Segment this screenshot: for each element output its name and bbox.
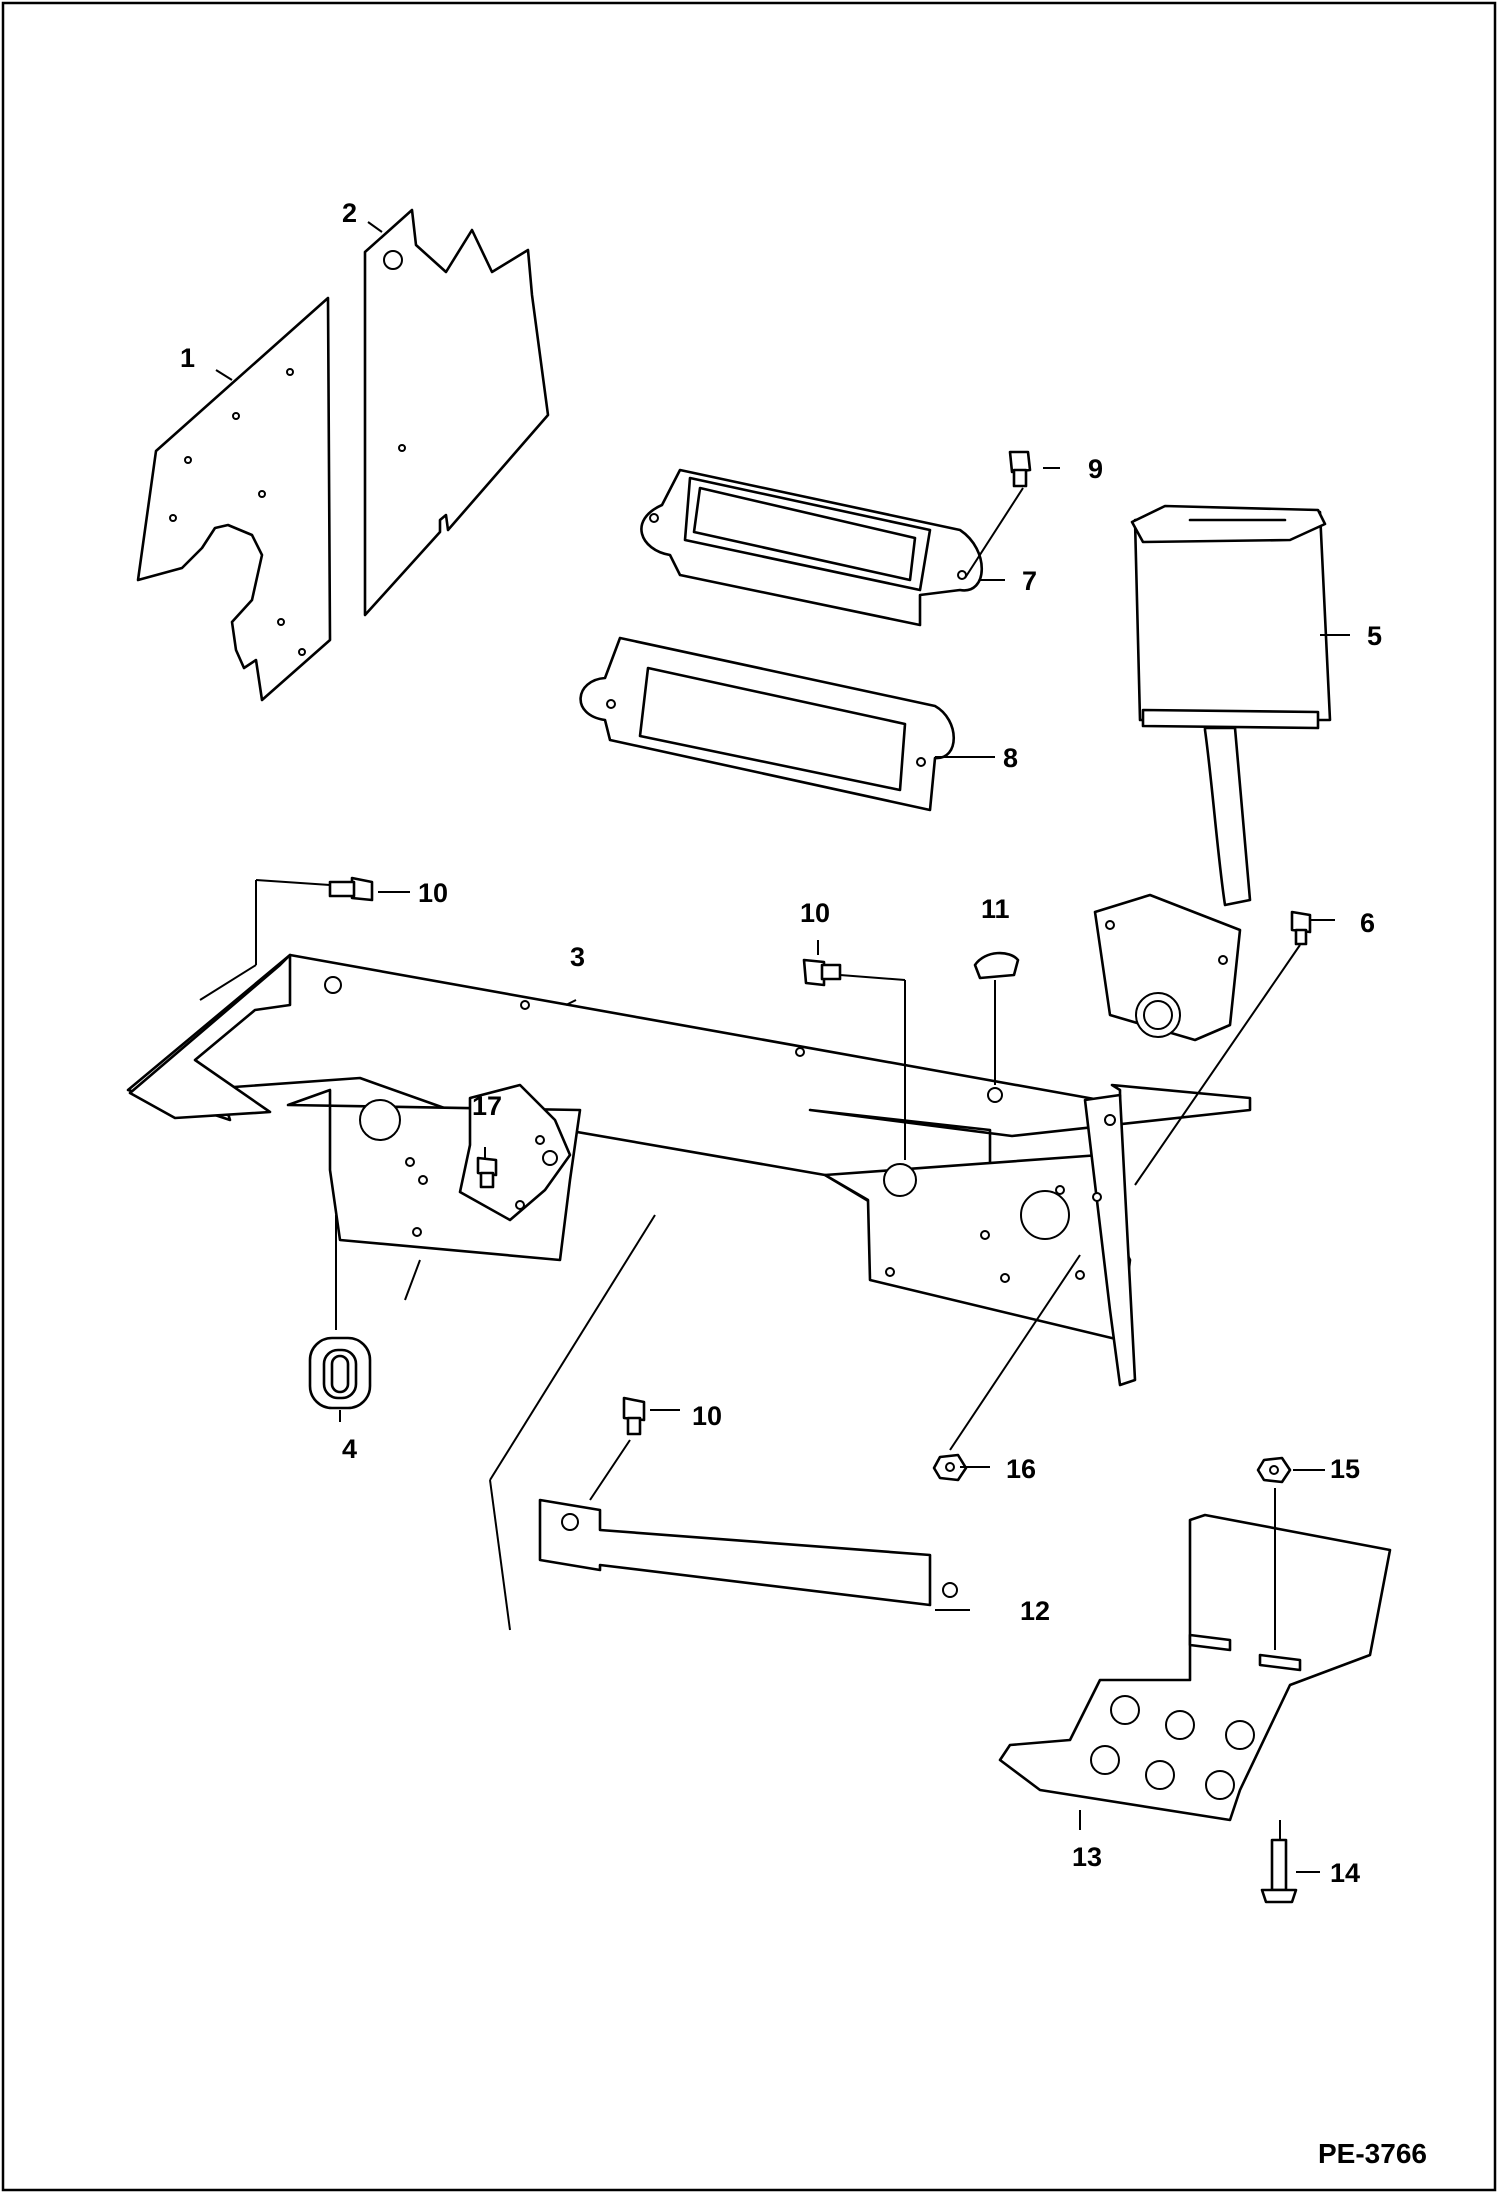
part-10-bolt-top-left [328,876,374,902]
part-3-main-frame [126,953,1252,1387]
part-6-bolt [1290,910,1312,946]
part-8-gasket [579,636,956,812]
callout-14: 14 [1330,1858,1360,1888]
callout-8: 8 [1003,743,1018,773]
callout-2: 2 [342,198,357,228]
part-5-boot-assembly [1093,504,1332,1042]
part-15-nut [1256,1456,1292,1484]
callout-9: 9 [1088,454,1103,484]
part-11-plug [973,951,1020,980]
callout-16: 16 [1006,1454,1036,1484]
part-1-side-panel [136,296,332,702]
part-7-duct-frame [640,468,983,627]
callout-15: 15 [1330,1454,1360,1484]
part-9-bolt [1008,450,1032,488]
callout-10-center: 10 [800,898,830,928]
part-10-bolt-center [802,958,842,987]
callout-10-top: 10 [418,878,448,908]
callout-12: 12 [1020,1596,1050,1626]
callout-10-lower: 10 [692,1401,722,1431]
callout-1: 1 [180,343,195,373]
leader-lines [199,221,1350,1873]
part-14-bolt [1260,1838,1298,1904]
part-13-foot-plate [998,1513,1392,1822]
callout-5: 5 [1367,621,1382,651]
part-2-notched-panel [363,208,550,617]
part-16-nut [932,1453,968,1482]
callout-17: 17 [472,1091,502,1121]
callout-6: 6 [1360,908,1375,938]
callout-4: 4 [342,1434,357,1464]
callout-13: 13 [1072,1842,1102,1872]
drawing-number: PE-3766 [1318,2138,1427,2169]
callout-3: 3 [570,942,585,972]
callout-11: 11 [981,894,1010,924]
part-12-strap [538,1498,958,1607]
part-4-grommet [308,1336,372,1410]
part-10-bolt-lower [622,1396,646,1436]
callout-7: 7 [1022,566,1037,596]
part-17-bolt [476,1156,498,1189]
